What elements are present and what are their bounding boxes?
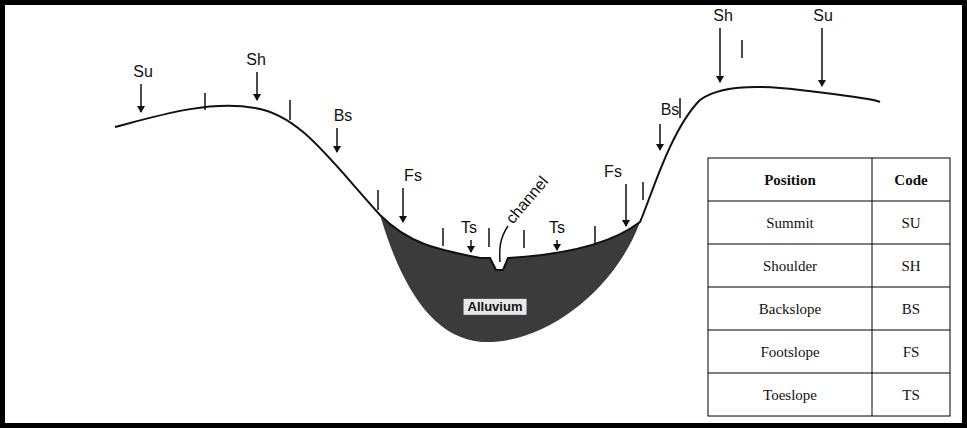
slope-label: Ts	[549, 219, 565, 237]
table-header: Position	[764, 172, 816, 189]
table-cell: Summit	[766, 215, 814, 232]
table-cell: TS	[902, 387, 920, 404]
table-cell: BS	[902, 301, 920, 318]
slope-label: Fs	[604, 163, 622, 181]
slope-label: Sh	[713, 7, 733, 25]
slope-label: Sh	[246, 51, 266, 69]
table-cell: Shoulder	[763, 258, 817, 275]
table-header: Code	[894, 172, 927, 189]
table-cell: SU	[901, 215, 920, 232]
table-cell: FS	[903, 344, 920, 361]
slope-label: Su	[813, 7, 833, 25]
slope-label: Fs	[404, 167, 422, 185]
channel-label: channel	[502, 173, 552, 227]
table-cell: Backslope	[759, 301, 821, 318]
alluvium-label: Alluvium	[464, 299, 527, 315]
table-cell: SH	[901, 258, 920, 275]
table-cell: Footslope	[760, 344, 819, 361]
slope-label: Su	[133, 63, 153, 81]
slope-label: Bs	[661, 101, 680, 119]
slope-label: Bs	[334, 107, 353, 125]
table-cell: Toeslope	[763, 387, 817, 404]
slope-label: Ts	[461, 219, 477, 237]
